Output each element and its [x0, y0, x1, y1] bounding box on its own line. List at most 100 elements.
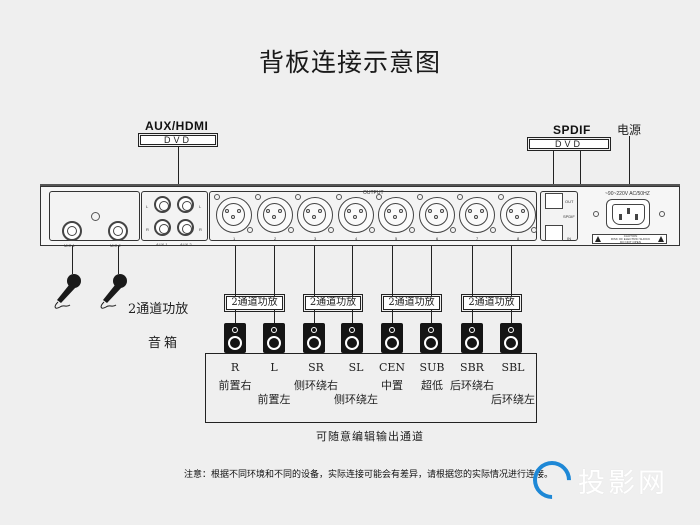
amplifier-box-2: 2通道功放	[303, 294, 363, 312]
xlr-output-3[interactable]	[297, 197, 333, 233]
speaker-cable-4	[352, 310, 353, 324]
mic2-jack[interactable]	[108, 221, 128, 241]
amplifier-box-4: 2通道功放	[461, 294, 522, 312]
caution-line-3: DO NOT OPEN	[620, 240, 641, 244]
aux-l-label-2: L	[199, 204, 202, 209]
xlr-release-screw	[531, 227, 537, 233]
speaker-cable-5	[392, 310, 393, 324]
speaker-woofer	[228, 336, 242, 350]
xlr-release-screw	[369, 227, 375, 233]
speaker-woofer	[385, 336, 399, 350]
iec-power-socket[interactable]	[606, 199, 650, 229]
channel-name: 前置右	[218, 379, 252, 392]
channel-name: 侧环绕右	[294, 379, 338, 392]
speaker-icon	[381, 323, 403, 353]
speaker-woofer	[504, 336, 518, 350]
xlr-latch-screw	[417, 194, 423, 200]
xlr-pin	[434, 215, 438, 219]
aux1-right-jack[interactable]	[154, 219, 171, 236]
channel-code: SBR	[460, 361, 484, 374]
xlr-output-8[interactable]	[500, 197, 536, 233]
aux1-left-jack[interactable]	[154, 196, 171, 213]
xlr-pin	[521, 209, 525, 213]
speaker-tweeter	[349, 327, 355, 333]
xlr-pin	[399, 209, 403, 213]
channel-code: SUB	[419, 361, 445, 374]
amplifier-box-1: 2通道功放	[224, 294, 285, 312]
watermark-text: 投影网	[578, 468, 668, 499]
optical-in-label: IN	[567, 236, 571, 241]
xlr-output-7[interactable]	[459, 197, 495, 233]
xlr-output-4[interactable]	[338, 197, 374, 233]
speaker-woofer	[267, 336, 281, 350]
caution-text: CAUTION RISK OF ELECTRIC SHOCK DO NOT OP…	[603, 235, 658, 244]
power-label: 电源	[617, 123, 642, 137]
optical-out-port[interactable]	[545, 193, 563, 209]
channel-name: 前置左	[257, 393, 291, 406]
aux-dvd-device: DVD	[138, 133, 218, 147]
xlr-pin	[353, 215, 357, 219]
xlr-inner-ring	[384, 203, 407, 226]
speaker-icon	[263, 323, 285, 353]
xlr-output-6[interactable]	[419, 197, 455, 233]
speaker-cable-7	[472, 310, 473, 324]
diagram-title: 背板连接示意图	[258, 48, 441, 77]
aux2-label: AUX 2	[180, 242, 192, 247]
xlr-pin	[231, 215, 235, 219]
xlr-pin	[306, 209, 310, 213]
xlr-output-1[interactable]	[216, 197, 252, 233]
mic1-jack[interactable]	[62, 221, 82, 241]
xlr-inner-ring	[222, 203, 245, 226]
speaker-tweeter	[389, 327, 395, 333]
xlr-inner-ring	[425, 203, 448, 226]
output-cable-3	[314, 246, 315, 296]
xlr-pin	[428, 209, 432, 213]
output-number: 7	[476, 236, 479, 241]
xlr-release-screw	[288, 227, 294, 233]
xlr-latch-screw	[457, 194, 463, 200]
output-cable-4	[352, 246, 353, 296]
xlr-latch-screw	[376, 194, 382, 200]
channel-box-caption: 可随意编辑输出通道	[316, 430, 424, 443]
amplifier-box-3: 2通道功放	[381, 294, 442, 312]
speaker-woofer	[307, 336, 321, 350]
power-screw-left	[593, 211, 599, 217]
speaker-tweeter	[469, 327, 475, 333]
socket-pin-earth	[627, 208, 630, 214]
output-number: 5	[395, 236, 398, 241]
socket-pin-left	[619, 214, 622, 220]
speaker-icon	[303, 323, 325, 353]
mic1-label: MIC 1	[64, 243, 75, 248]
channel-code: R	[230, 361, 240, 374]
optical-out-label: OUT	[565, 199, 574, 204]
xlr-pin	[318, 209, 322, 213]
power-screw-right	[659, 211, 665, 217]
speaker-cable-6	[431, 310, 432, 324]
aux2-right-jack[interactable]	[177, 219, 194, 236]
channel-assignment-box	[205, 353, 537, 423]
channel-code: SR	[308, 361, 324, 374]
output-cable-2	[274, 246, 275, 296]
xlr-pin	[440, 209, 444, 213]
speaker-tweeter	[508, 327, 514, 333]
xlr-output-5[interactable]	[378, 197, 414, 233]
xlr-release-screw	[328, 227, 334, 233]
power-cable-line	[629, 136, 630, 191]
mic2-label: MIC 2	[110, 243, 121, 248]
xlr-pin	[468, 209, 472, 213]
xlr-latch-screw	[295, 194, 301, 200]
note-text: 注意：根据不同环境和不同的设备，实际连接可能会有差异，请根据您的实际情况进行连接…	[184, 470, 554, 480]
speaker-tweeter	[232, 327, 238, 333]
channel-name: 后环绕右	[450, 379, 494, 392]
aux2-left-jack[interactable]	[177, 196, 194, 213]
speaker-icon	[224, 323, 246, 353]
xlr-pin	[272, 215, 276, 219]
output-cable-8	[511, 246, 512, 296]
optical-in-port[interactable]	[545, 225, 563, 241]
channel-code: CEN	[378, 361, 406, 374]
xlr-output-2[interactable]	[257, 197, 293, 233]
xlr-release-screw	[247, 227, 253, 233]
xlr-latch-screw	[498, 194, 504, 200]
output-cable-5	[392, 246, 393, 296]
xlr-pin	[347, 209, 351, 213]
